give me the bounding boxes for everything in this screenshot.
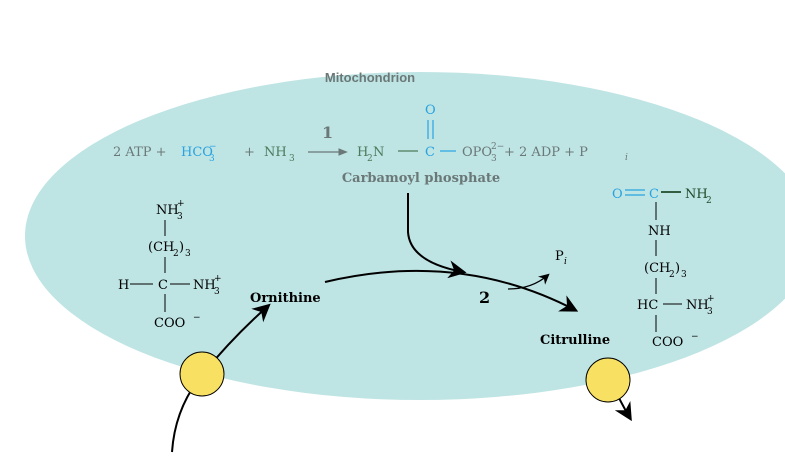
- cit-carbonyl-carbon: C: [649, 187, 659, 202]
- ornithine-label: Ornithine: [250, 291, 321, 306]
- pi-product-label: P: [555, 249, 564, 264]
- citrulline-structure: O C NH 2 NH (CH 2 ) 3 HC NH 3 + COO −: [612, 187, 715, 350]
- step-1-label: 1: [322, 123, 333, 142]
- cit-alpha-amino-sub: 3: [707, 307, 713, 317]
- carbamoyl-phosphate-label: Carbamoyl phosphate: [342, 171, 500, 186]
- carbonyl-oxygen: O: [425, 103, 436, 118]
- orn-alpha-carbon: C: [158, 278, 168, 293]
- orn-methylene-close: ): [179, 240, 184, 255]
- ornithine-transporter: [179, 351, 225, 397]
- citrulline-transporter: [585, 357, 631, 403]
- cit-carboxylate-charge: −: [691, 332, 699, 342]
- orn-amino-group: NH: [156, 203, 179, 218]
- pi-product-subscript: i: [564, 257, 567, 267]
- cit-alpha-amino: NH: [686, 298, 709, 313]
- cit-amide-subscript: 2: [706, 196, 712, 206]
- orn-alpha-amino-sub: 3: [214, 287, 220, 297]
- bicarbonate-reactant: HCO: [181, 145, 213, 160]
- orn-methylene-count: 3: [185, 249, 191, 259]
- carbonyl-carbon: C: [425, 145, 435, 160]
- atp-reactant: 2 ATP +: [113, 145, 167, 160]
- orn-hydrogen: H: [118, 278, 129, 293]
- orn-carboxylate-charge: −: [193, 313, 201, 323]
- ammonia-reactant: NH: [264, 145, 287, 160]
- cit-methylene: (CH: [644, 261, 670, 276]
- citrulline-label: Citrulline: [540, 333, 610, 348]
- amine-subscript: 2: [367, 154, 373, 164]
- cit-methylene-sub: 2: [669, 270, 675, 280]
- cit-carboxylate: COO: [652, 335, 683, 350]
- pi-release-arrow: [507, 273, 550, 290]
- plus-sign: +: [244, 145, 255, 160]
- pi-subscript-eq: i: [625, 153, 628, 163]
- orn-methylene-sub: 2: [173, 249, 179, 259]
- ammonia-subscript: 3: [289, 154, 295, 164]
- cit-methylene-count: 3: [681, 270, 687, 280]
- orn-alpha-amino-charge: +: [214, 274, 222, 284]
- orn-alpha-amino: NH: [193, 278, 216, 293]
- cit-nh-group: NH: [648, 224, 671, 239]
- ornithine-structure: NH 3 + (CH 2 ) 3 H C NH 3 + COO −: [118, 199, 222, 331]
- carbamoyl-phosphate-input-arrow: [407, 193, 467, 279]
- phosphate-subscript: 3: [491, 154, 497, 164]
- orn-amino-subscript: 3: [177, 212, 183, 222]
- step-2-label: 2: [479, 288, 490, 307]
- bicarbonate-subscript: 3: [209, 154, 215, 164]
- orn-amino-charge: +: [177, 199, 185, 209]
- reaction-1-equation: 2 ATP + HCO 3 − + NH 3 1 H 2 N O C OPO 3…: [113, 103, 628, 164]
- cit-carbonyl-oxygen: O: [612, 187, 623, 202]
- phosphate-group: OPO: [462, 145, 492, 160]
- amine-group: H: [357, 145, 368, 160]
- mitochondrion-label: Mitochondrion: [325, 70, 415, 85]
- orn-carboxylate: COO: [154, 316, 185, 331]
- cit-methylene-close: ): [675, 261, 680, 276]
- mitochondrion-membrane: [25, 72, 785, 400]
- bicarbonate-charge: −: [209, 142, 217, 152]
- cit-alpha-amino-charge: +: [707, 294, 715, 304]
- cit-amide-group: NH: [685, 187, 708, 202]
- phosphate-charge: 2−: [491, 142, 504, 152]
- cit-alpha-carbon: HC: [637, 298, 658, 313]
- amine-nitrogen: N: [373, 145, 384, 160]
- orn-methylene: (CH: [148, 240, 174, 255]
- adp-pi-products: + 2 ADP + P: [504, 145, 588, 160]
